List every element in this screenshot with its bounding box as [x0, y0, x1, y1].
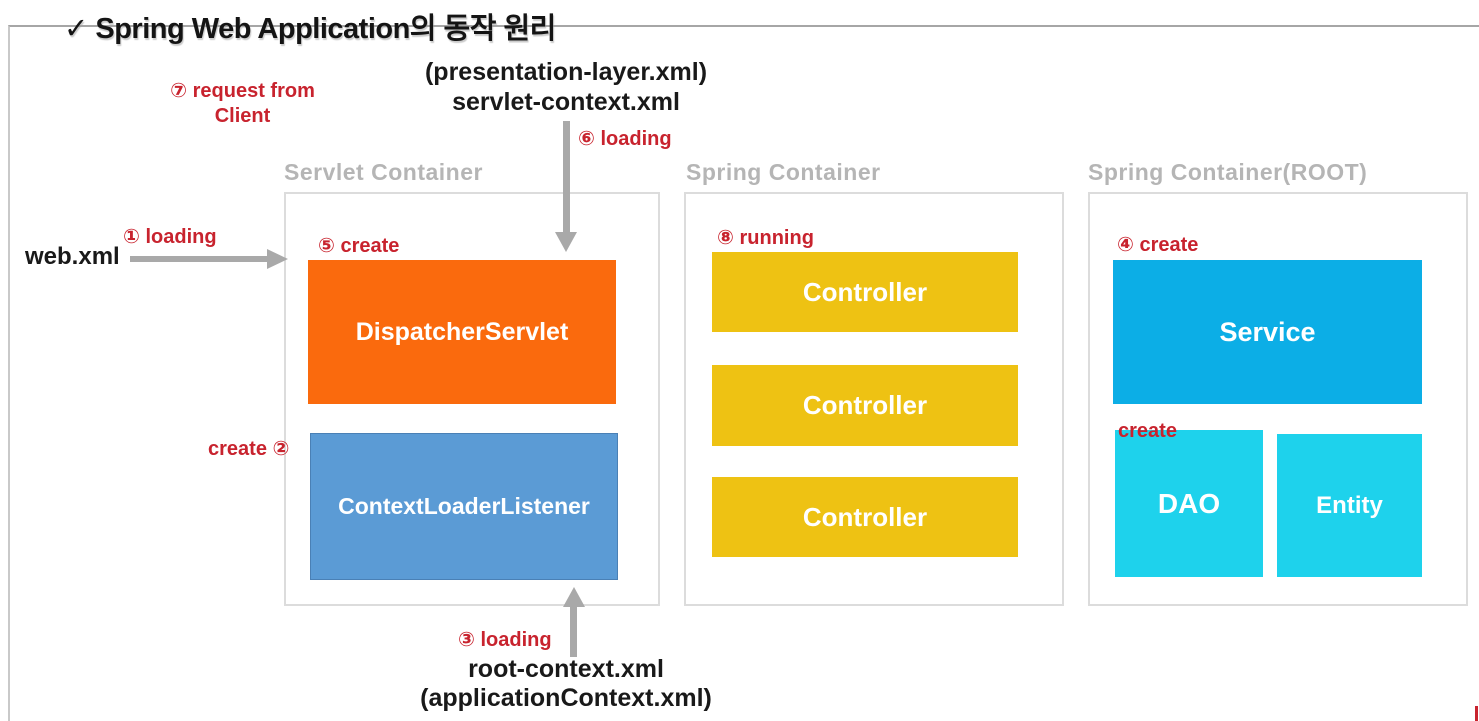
step-2-word: create	[208, 438, 267, 460]
step-2-number: ②	[272, 438, 290, 460]
page-title: ✓ Spring Web Application의 동작 원리	[64, 13, 556, 45]
dispatcher-servlet-box: DispatcherServlet	[308, 260, 616, 404]
web-xml-label: web.xml	[25, 243, 120, 270]
arrow-6-shaft	[563, 121, 570, 233]
servlet-context-xml-label: servlet-context.xml	[452, 88, 680, 116]
entity-text: Entity	[1316, 491, 1383, 519]
arrow-6-head-down-icon	[555, 232, 577, 252]
dispatcher-servlet-text: DispatcherServlet	[355, 317, 569, 346]
application-context-xml-label: (applicationContext.xml)	[420, 684, 712, 712]
step-5-create-label: ⑤ create	[318, 235, 400, 257]
spring-container-label: Spring Container	[686, 159, 881, 185]
step-7-line1: ⑦ request from	[170, 80, 315, 102]
arrow-3-shaft	[570, 606, 577, 657]
entity-box: Entity	[1277, 434, 1422, 577]
step-3-loading-label: ③ loading	[458, 629, 552, 651]
arrow-3-head-up-icon	[563, 587, 585, 607]
controller-3-text: Controller	[802, 501, 928, 532]
context-loader-listener-text: ContextLoaderListener	[338, 493, 590, 519]
page-frame-border	[8, 25, 1479, 721]
presentation-layer-xml-label: (presentation-layer.xml)	[424, 58, 708, 86]
servlet-container-label: Servlet Container	[284, 159, 483, 185]
root-context-file-label: root-context.xml (applicationContext.xml…	[415, 655, 717, 713]
controller-1-text: Controller	[802, 276, 928, 307]
arrow-1-shaft	[130, 256, 268, 262]
controller-box-3: Controller	[712, 477, 1018, 557]
controller-box-1: Controller	[712, 252, 1018, 332]
step-2-create-label: create ②	[208, 436, 289, 461]
service-text: Service	[1219, 316, 1316, 347]
servlet-context-file-label: (presentation-layer.xml) servlet-context…	[415, 57, 717, 117]
arrow-1-head-right-icon	[267, 249, 288, 269]
spring-container-root-label: Spring Container(ROOT)	[1088, 159, 1368, 185]
create-dao-label: create	[1118, 420, 1177, 442]
step-8-running-label: ⑧ running	[717, 227, 814, 249]
context-loader-listener-box: ContextLoaderListener	[310, 433, 618, 580]
dao-text: DAO	[1157, 487, 1221, 519]
root-context-xml-label: root-context.xml	[468, 655, 664, 683]
controller-2-text: Controller	[802, 390, 928, 420]
step-4-create-label: ④ create	[1117, 234, 1199, 256]
step-7-request-from-client: ⑦ request from Client	[155, 79, 330, 129]
controller-box-2: Controller	[712, 365, 1018, 446]
edge-red-mark	[1475, 706, 1478, 721]
dao-box: DAO	[1115, 430, 1263, 577]
service-box: Service	[1113, 260, 1422, 404]
step-6-loading-label: ⑥ loading	[578, 128, 672, 150]
step-7-line2: Client	[214, 105, 271, 127]
step-1-loading-label: ① loading	[123, 226, 217, 248]
